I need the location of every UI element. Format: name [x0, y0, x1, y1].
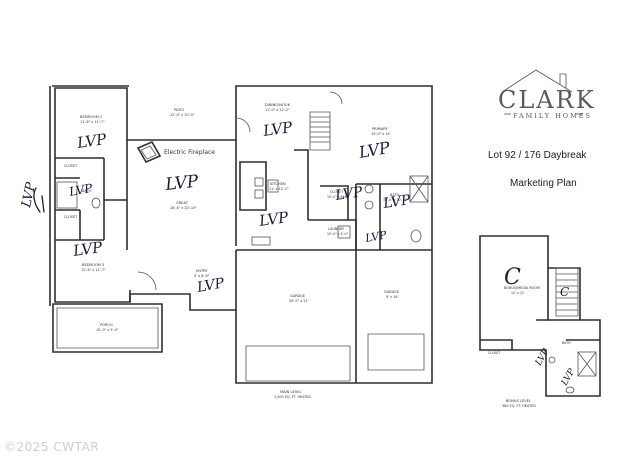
room-bath-primary-dims: 10'-0" x 10'-10" [383, 198, 409, 202]
room-porch-dims: 10'-0" x 5'-0" [96, 328, 119, 332]
clark-logo: CLARK FAMILY HOMES [498, 69, 596, 120]
copyright-watermark: ©2025 CWTAR [4, 440, 100, 454]
lot-label: Lot 92 / 176 Daybreak [488, 150, 587, 161]
bonus-level-plan [479, 235, 601, 397]
room-laundry-dims: 10'-0" x 5'-0" [327, 232, 349, 236]
room-bonus-bath: BATH [562, 341, 571, 345]
room-entry: ENTRY [196, 269, 208, 273]
room-bedroom3-dims: 12'-6" x 11'-7" [81, 268, 106, 272]
room-primary-dims: 15'-0" x 14' [371, 132, 391, 136]
lvp-mark-bedroom2: LVP [75, 130, 108, 152]
room-great: GREAT [176, 201, 189, 205]
room-great-dims: 18'-4" x 20'-10" [170, 206, 197, 210]
lvp-mark-kitchen: LVP [257, 208, 290, 230]
lvp-mark-dining: LVP [261, 118, 294, 140]
lvp-mark-closet: LVP [333, 184, 364, 204]
room-bedroom3: BEDROOM 3 [82, 263, 104, 267]
c-mark-bonus: C [504, 265, 521, 290]
kitchen-fixtures [251, 177, 351, 246]
roof-outline-icon [501, 69, 573, 93]
room-dining: DINING/NOOK [265, 103, 291, 107]
main-level-plan [49, 85, 433, 384]
bonus-stairs [555, 267, 579, 317]
room-bath-primary: BATH [390, 193, 399, 197]
room-kitchen: KITCHEN [270, 182, 286, 186]
lvp-mark-bath: LVP [67, 181, 94, 199]
room-closet2: CLOSET [64, 215, 78, 219]
room-patio-dims: 12'-0" x 20'-0" [170, 113, 195, 117]
room-primary: PRIMARY [372, 127, 389, 131]
room-garage2-dims: 9' x 16' [386, 295, 399, 299]
lvp-mark-side: LVP [19, 181, 39, 210]
room-closet1: CLOSET [64, 164, 78, 168]
lvp-mark-great: LVP [163, 172, 199, 196]
room-dining-dims: 11'-0" x 12'-2" [265, 108, 290, 112]
brand-name: CLARK [498, 86, 596, 114]
stairs [309, 111, 331, 151]
room-porch: PORCH [100, 323, 113, 327]
room-kitchen-dims: 11' x 12'-2" [269, 187, 289, 191]
brand-subtitle: FAMILY HOMES [513, 112, 592, 120]
c-mark-stairs: C [560, 285, 569, 299]
room-closet-primary: CLOSET [330, 190, 344, 194]
fireplace-icon [136, 140, 162, 164]
room-garage2: GARAGE [384, 290, 400, 294]
bonus-room-labels: BONUS/MEDIA ROOM 12' x 21' CLOSET BATH B… [488, 286, 571, 408]
lvp-mark-entry: LVP [195, 275, 226, 296]
room-laundry: LAUNDRY [328, 227, 345, 231]
lvp-mark-primary: LVP [356, 138, 391, 162]
fireplace-label: Electric Fireplace [164, 149, 215, 156]
room-garage-dims: 20'-0" x 21' [289, 299, 309, 303]
room-bonus-dims: 12' x 21' [511, 291, 525, 295]
bonus-level-label: BONUS LEVEL [506, 399, 531, 403]
lvp-bracket-stroke [33, 187, 41, 213]
main-level-sqft: 1,500 SQ. FT. HEATED [274, 395, 311, 399]
room-bedroom2-dims: 11'-6" x 11'-7" [80, 120, 105, 124]
room-closet-primary-dims: 10'-0" x 6'-8" [327, 195, 349, 199]
lvp-mark-bedroom3: LVP [71, 238, 104, 260]
lvp-arrow-stroke [41, 195, 45, 213]
handwritten-annotations: LVP LVP LVP LVP LVP LVP LVP LVP LVP LVP … [19, 118, 578, 388]
room-bedroom2: BEDROOM 2 [80, 115, 102, 119]
bath-fixtures [56, 175, 429, 243]
lvp-mark-laundry: LVP [363, 228, 388, 245]
room-patio: PATIO [174, 108, 184, 112]
bonus-level-sqft: 380 SQ. FT. HEATED [502, 404, 536, 408]
plan-type-label: Marketing Plan [510, 178, 577, 189]
main-level-label: MAIN LEVEL [280, 390, 301, 394]
lvp-mark-bath-primary: LVP [381, 192, 412, 212]
room-bonus: BONUS/MEDIA ROOM [504, 286, 540, 290]
lvp-mark-bonus-bath: LVP [559, 367, 577, 389]
room-bonus-closet: CLOSET [488, 351, 500, 355]
room-bath: BATH [82, 189, 91, 193]
room-entry-dims: 5' x 8'-6" [194, 274, 210, 278]
main-room-labels: BEDROOM 2 11'-6" x 11'-7" PATIO 12'-0" x… [64, 103, 409, 399]
room-garage: GARAGE [290, 294, 306, 298]
